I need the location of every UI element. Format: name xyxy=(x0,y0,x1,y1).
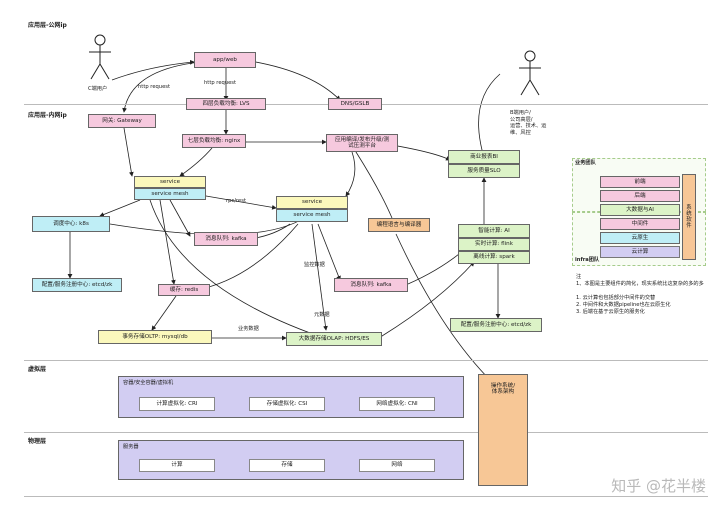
edge-deploy-lang xyxy=(351,147,393,219)
edge-service2-kafka xyxy=(317,223,341,281)
csi-box: 存储虚拟化: CSI xyxy=(249,397,325,411)
cni-box: 网络虚拟化: CNI xyxy=(359,397,435,411)
team-system-software: 系 统 软 件 xyxy=(682,174,696,260)
watermark: 知乎 @花半楼 xyxy=(611,477,706,495)
edge-redis-oltp xyxy=(151,295,177,331)
server-group: 服务器 计算 存储 网络 xyxy=(118,440,464,480)
team-cloud-native: 云原生 xyxy=(600,232,680,244)
service-node-2: service xyxy=(276,196,348,209)
redis-node: 缓存: redis xyxy=(158,284,210,296)
edge-service2-olap xyxy=(311,223,328,331)
edge-service-service xyxy=(201,192,277,210)
k8s-node: 调度中心: k8s xyxy=(32,216,110,232)
edge-service-redis xyxy=(159,199,176,285)
flink-node: 实时计算: flink xyxy=(458,238,530,251)
dns-node: DNS/GSLB xyxy=(328,98,382,110)
container-label: 容器/安全容器/虚拟机 xyxy=(123,380,174,386)
deploy-platform-node: 应用编译/发布升级/测 试压测平台 xyxy=(326,134,398,152)
oltp-node: 事务存储OLTP: mysql/db xyxy=(98,330,212,344)
etcd-zk-node: 配置/服务注册中心: etcd/zk xyxy=(32,278,122,292)
business-team-label: 业务团队 xyxy=(575,160,596,166)
layer-virtual: 虚拟层 xyxy=(28,366,47,373)
c-user-label: C端用户 xyxy=(88,86,108,92)
edge-deploy-service xyxy=(345,151,356,197)
divider-physical xyxy=(24,432,708,433)
notes-title: 注 xyxy=(576,274,582,280)
lvs-node: 四层负载均衡: LVS xyxy=(186,98,266,110)
storage-box: 存储 xyxy=(249,459,325,472)
edge-lang-os xyxy=(395,233,493,383)
compute-box: 计算 xyxy=(139,459,215,472)
layer-app-public: 应用层-公网ip xyxy=(28,22,67,29)
network-box: 网络 xyxy=(359,459,435,472)
layer-physical: 物理层 xyxy=(28,438,47,445)
olap-node: 大数据存储OLAP: HDFS/ES xyxy=(286,332,382,346)
divider-bottom xyxy=(24,496,708,497)
edge-app-dns xyxy=(239,57,341,101)
gateway-node: 网关: Gateway xyxy=(88,114,156,128)
mq-kafka-node: 消息队列: kafka xyxy=(194,232,258,246)
kafka-node-2: 消息队列: kafka xyxy=(334,278,408,292)
nginx-node: 七层负载均衡: nginx xyxy=(182,134,246,148)
os-arch-node: 操作系统/ 体系架构 xyxy=(478,374,528,486)
cri-box: 计算虚拟化: CRI xyxy=(139,397,215,411)
edge-gateway-service xyxy=(123,127,134,177)
spark-node: 离线计算: spark xyxy=(458,251,530,264)
edge-label-monitor: 监控数据 xyxy=(304,262,325,268)
edge-service-mq xyxy=(169,199,191,237)
notes-line-0: 1、本图是主要组件的简化，现实系统比这复杂的多的多 xyxy=(576,281,704,287)
edge-label-biz: 业务数据 xyxy=(238,326,259,332)
team-cloud-compute: 云计算 xyxy=(600,246,680,258)
team-frontend: 前端 xyxy=(600,176,680,188)
edge-nginx-service xyxy=(179,147,213,177)
team-backend: 后端 xyxy=(600,190,680,202)
layer-app-internal: 应用层-内网ip xyxy=(28,112,67,119)
divider-virtual xyxy=(24,360,708,361)
edge-user-app xyxy=(111,59,195,81)
etcd-zk-node-2: 配置/服务注册中心: etcd/zk xyxy=(450,318,542,332)
bi-node: 商业报表BI xyxy=(448,150,520,164)
b-user-figure-icon xyxy=(519,50,541,96)
edge-olap-compute xyxy=(377,261,475,341)
edge-kafka-compute xyxy=(407,249,465,285)
lang-compiler-node: 编程语言与编译器 xyxy=(368,218,430,232)
edge-label-http-1: http request xyxy=(138,84,171,90)
c-user-figure-icon xyxy=(89,34,111,80)
edge-bi-buser xyxy=(478,73,501,155)
edge-label-http-2: http request xyxy=(204,80,237,86)
edge-service-k8s xyxy=(99,199,141,217)
server-label: 服务器 xyxy=(123,444,139,450)
edge-app-gateway xyxy=(122,61,201,113)
app-web-node: app/web xyxy=(194,52,256,68)
team-middleware: 中间件 xyxy=(600,218,680,230)
slo-node: 服务质量SLO xyxy=(448,164,520,178)
infra-team-label: infra团队 xyxy=(575,257,600,263)
b-user-label: B端用户/ 公司高层/ 运营、技术、运 维、风控 xyxy=(510,110,547,136)
service-mesh-node-1: service mesh xyxy=(134,188,206,200)
notes-line-3: 3. 后端在基于云原生的服务化 xyxy=(576,309,645,315)
team-bigdata-ai: 大数据与AI xyxy=(600,204,680,216)
service-mesh-node-2: service mesh xyxy=(276,209,348,222)
edge-label-rpc: rpc/rest xyxy=(226,198,246,204)
ai-compute-node: 智能计算: AI xyxy=(458,224,530,238)
notes-line-1: 1. 云计算也包括部分中间件的交替 xyxy=(576,295,656,301)
container-group: 容器/安全容器/虚拟机 计算虚拟化: CRI 存储虚拟化: CSI 网络虚拟化:… xyxy=(118,376,464,418)
service-node-1: service xyxy=(134,176,206,188)
edge-label-meta: 元数据 xyxy=(314,312,330,318)
edge-service-olap xyxy=(149,199,331,342)
notes-line-2: 2. 中间件和大数据pipeline也在云原生化 xyxy=(576,302,671,308)
